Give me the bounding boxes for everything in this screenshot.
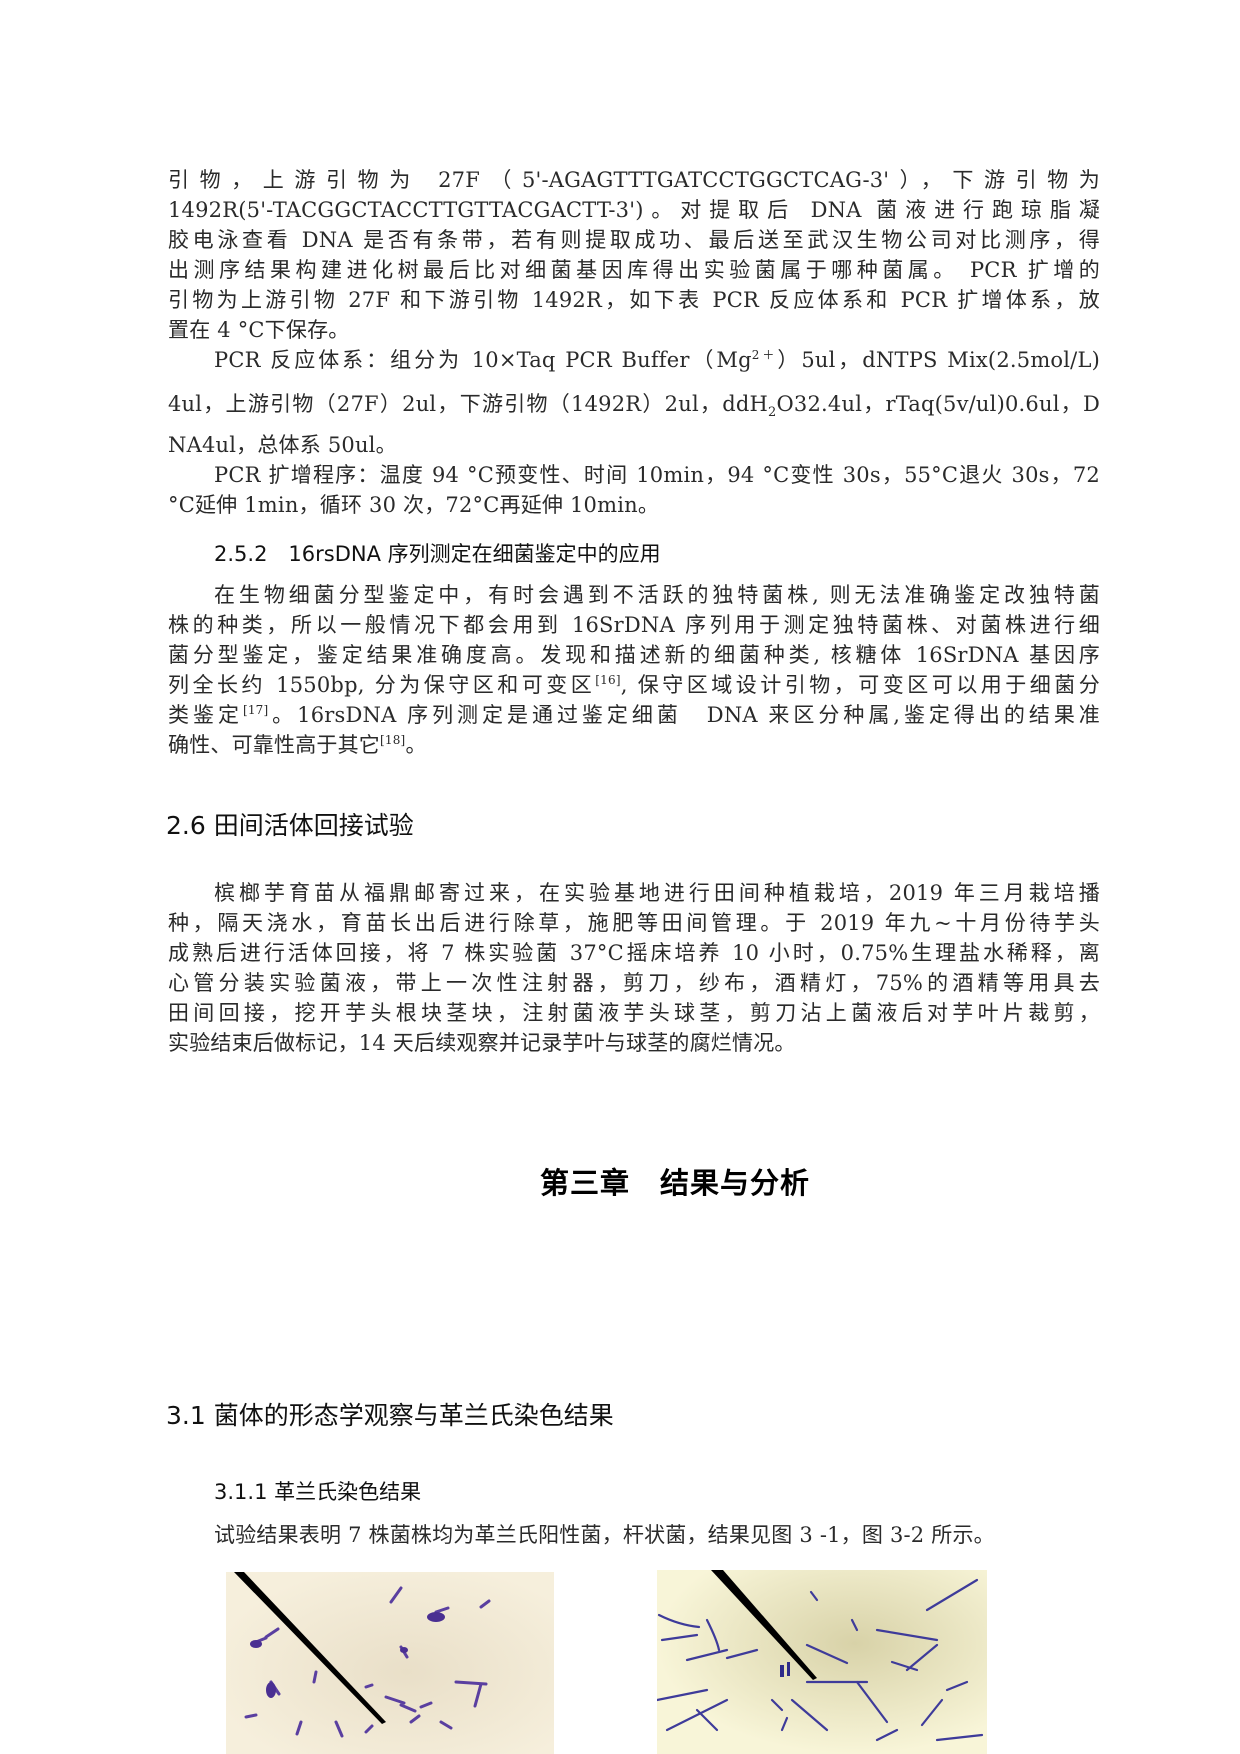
- superscript: 2＋: [751, 348, 778, 362]
- text-span: , 保守区域设计引物，可变区可以用于细菌分: [620, 673, 1100, 697]
- text-line: 胶电泳查看 DNA 是否有条带，若有则提取成功、最后送至武汉生物公司对比测序，得: [168, 228, 1100, 252]
- subsection-heading-3-1-1: 3.1.1 革兰氏染色结果: [214, 1480, 422, 1504]
- text-line: 成熟后进行活体回接，将 7 株实验菌 37°C摇床培养 10 小时，0.75%生…: [168, 941, 1100, 965]
- text-line: PCR 反应体系：组分为 10×Taq PCR Buffer（Mg2＋）5ul，…: [214, 345, 1100, 375]
- text-span: 。16rsDNA 序列测定是通过鉴定细菌 DNA 来区分种属,鉴定得出的结果准: [268, 703, 1100, 727]
- text-line: NA4ul，总体系 50ul。: [168, 433, 397, 457]
- subscript: 2: [768, 405, 777, 421]
- text-span: 列全长约 1550bp, 分为保守区和可变区: [168, 673, 596, 697]
- text-line: 引物，上游引物为 27F（5'-AGAGTTTGATCCTGGCTCAG-3'）…: [168, 168, 1100, 192]
- text-line: 实验结束后做标记，14 天后续观察并记录芋叶与球茎的腐烂情况。: [168, 1031, 796, 1055]
- micrograph-image: [657, 1570, 987, 1754]
- text-span: PCR 反应体系：组分为 10×Taq PCR Buffer（Mg: [214, 348, 752, 372]
- text-line: 心管分装实验菌液，带上一次性注射器，剪刀，纱布，酒精灯，75%的酒精等用具去: [168, 971, 1100, 995]
- text-line: 置在 4 °C下保存。: [168, 318, 350, 342]
- citation-16[interactable]: [16]: [595, 673, 621, 687]
- text-line: 在生物细菌分型鉴定中，有时会遇到不活跃的独特菌株, 则无法准确鉴定改独特菌: [214, 583, 1100, 607]
- text-line: 引物为上游引物 27F 和下游引物 1492R，如下表 PCR 反应体系和 PC…: [168, 288, 1100, 312]
- figure-3-2-micrograph: [657, 1570, 987, 1754]
- text-line: °C延伸 1min，循环 30 次，72°C再延伸 10min。: [168, 493, 660, 517]
- text-line: 确性、可靠性高于其它[18]。: [168, 730, 1100, 760]
- text-span: O32.4ul，rTaq(5v/ul)0.6ul，D: [776, 392, 1100, 416]
- text-line: 菌分型鉴定，鉴定结果准确度高。发现和描述新的细菌种类, 核糖体 16SrDNA …: [168, 643, 1100, 667]
- citation-18[interactable]: [18]: [380, 733, 406, 747]
- citation-17[interactable]: [17]: [242, 703, 269, 717]
- text-span: 。: [405, 733, 427, 757]
- text-line: 槟榔芋育苗从福鼎邮寄过来，在实验基地进行田间种植栽培，2019 年三月栽培播: [214, 881, 1100, 905]
- text-span: 4ul，上游引物（27F）2ul，下游引物（1492R）2ul，ddH: [168, 392, 769, 416]
- chapter-heading-3: 第三章 结果与分析: [539, 1166, 810, 1200]
- text-line: 田间回接，挖开芋头根块茎块，注射菌液芋头球茎，剪刀沾上菌液后对芋叶片裁剪，: [168, 1001, 1100, 1025]
- text-line: 试验结果表明 7 株菌株均为革兰氏阳性菌，杆状菌，结果见图 3 -1，图 3-2…: [214, 1523, 995, 1547]
- text-line: PCR 扩增程序：温度 94 °C预变性、时间 10min，94 °C变性 30…: [214, 463, 1100, 487]
- section-heading-2-6: 2.6 田间活体回接试验: [166, 811, 414, 840]
- text-line: 种，隔天浇水，育苗长出后进行除草，施肥等田间管理。于 2019 年九~十月份待芋…: [168, 911, 1100, 935]
- text-line: 出测序结果构建进化树最后比对细菌基因库得出实验菌属于哪种菌属。 PCR 扩增的: [168, 258, 1100, 282]
- figure-3-1-micrograph: [226, 1572, 554, 1754]
- section-heading-3-1: 3.1 菌体的形态学观察与革兰氏染色结果: [166, 1401, 614, 1430]
- text-span: 确性、可靠性高于其它: [168, 733, 380, 757]
- text-span: 类鉴定: [168, 703, 243, 727]
- text-line: 1492R(5'-TACGGCTACCTTGTTACGACTT-3')。对提取后…: [168, 198, 1100, 222]
- text-line: 4ul，上游引物（27F）2ul，下游引物（1492R）2ul，ddH2O32.…: [168, 389, 1100, 419]
- text-span: ）5ul，dNTPS Mix(2.5mol/L): [777, 348, 1100, 372]
- subsection-heading-2-5-2: 2.5.2 16rsDNA 序列测定在细菌鉴定中的应用: [214, 542, 661, 566]
- micrograph-image: [226, 1572, 554, 1754]
- text-line: 株的种类，所以一般情况下都会用到 16SrDNA 序列用于测定独特菌株、对菌株进…: [168, 613, 1100, 637]
- text-line: 列全长约 1550bp, 分为保守区和可变区[16], 保守区域设计引物，可变区…: [168, 670, 1100, 700]
- text-line: 类鉴定[17]。16rsDNA 序列测定是通过鉴定细菌 DNA 来区分种属,鉴定…: [168, 700, 1100, 730]
